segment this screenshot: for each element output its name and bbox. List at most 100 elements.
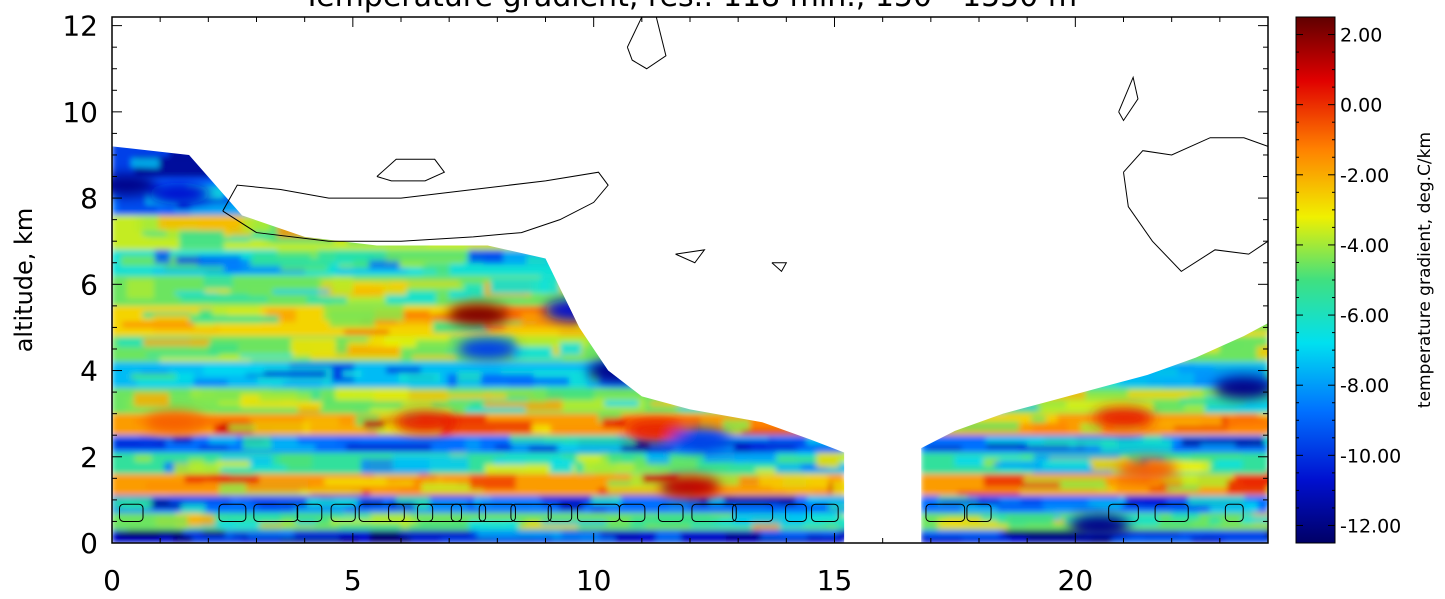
heat-cell (505, 453, 563, 463)
heat-cell (280, 537, 359, 542)
heat-cell (725, 263, 760, 272)
heat-cell (510, 431, 568, 443)
heat-cell (726, 246, 804, 266)
heat-cell (203, 365, 264, 376)
heat-cell (1093, 258, 1110, 262)
heat-cell (777, 318, 803, 328)
cloud-contour (1123, 137, 1269, 273)
heat-cell (744, 297, 797, 302)
heat-cell (283, 381, 322, 386)
colorbar-ticks: 2.000.00-2.00-4.00-6.00-8.00-10.00-12.00 (1296, 25, 1401, 537)
heat-cell (586, 258, 646, 264)
heat-cell (1047, 520, 1074, 525)
heat-cell (639, 373, 686, 382)
heat-cell (1048, 203, 1090, 214)
heat-cell (1050, 223, 1121, 238)
heat-cell (1134, 285, 1212, 289)
heat-cell (986, 398, 1010, 405)
heat-cell (781, 526, 839, 536)
low-cloud-contour (450, 503, 487, 522)
heat-cell (198, 445, 228, 450)
heat-cell (214, 465, 287, 470)
heat-cell (991, 285, 1027, 295)
low-cloud-contour (510, 503, 552, 522)
y-axis-label: altitude, km (10, 208, 38, 353)
heat-cell (1055, 313, 1138, 318)
heat-cell (233, 504, 260, 512)
heat-cell (1068, 280, 1084, 293)
heat-cell (668, 498, 700, 510)
heat-cell (356, 221, 409, 236)
heat-cell (716, 203, 735, 210)
heat-cell (983, 472, 1024, 488)
heat-cell (1086, 227, 1166, 238)
heat-cell (547, 202, 594, 209)
heat-cell (761, 156, 835, 179)
heat-cell (716, 395, 780, 400)
heat-cell (550, 424, 603, 434)
heat-cell (1262, 433, 1268, 446)
heat-cell (610, 259, 688, 272)
heat-cell (927, 446, 962, 450)
heat-cell (1118, 234, 1197, 240)
heat-cell (1094, 338, 1134, 355)
heat-bands (921, 154, 1268, 543)
heat-cell (1105, 307, 1129, 321)
heat-cell (776, 351, 819, 357)
heat-cell (1100, 347, 1188, 361)
heat-cell (374, 206, 400, 215)
heat-cell (338, 519, 401, 530)
heat-cell (600, 341, 618, 351)
heat-cell (335, 268, 408, 274)
heat-cell (559, 279, 614, 293)
colorbar-tick-label: -6.00 (1340, 305, 1389, 327)
heat-cell (1020, 482, 1061, 489)
heat-cell (134, 455, 152, 462)
heat-cell (1016, 344, 1084, 353)
heat-cell (1159, 235, 1176, 247)
heat-cell (274, 372, 310, 377)
heat-cell (759, 470, 826, 487)
heat-cell (551, 532, 600, 541)
heat-cell (549, 459, 573, 474)
heat-cell (725, 151, 746, 160)
heat-cell (358, 208, 450, 230)
heat-cell (820, 219, 845, 240)
heat-cell (1179, 397, 1245, 405)
heat-cell (943, 416, 963, 431)
heat-spot (1213, 376, 1268, 399)
heat-cell (249, 258, 333, 267)
heat-cell (600, 165, 679, 174)
heat-cell (699, 146, 771, 163)
heat-cell (369, 508, 411, 520)
heatmap-region-left (112, 146, 845, 543)
heat-cell (372, 531, 405, 541)
heat-cell (154, 246, 170, 264)
heat-cell (650, 401, 740, 407)
cloud-contour (1118, 75, 1139, 122)
heat-spot (1069, 514, 1130, 537)
heat-cell (843, 506, 845, 513)
heat-cell (1064, 192, 1149, 206)
heat-cell (504, 188, 549, 203)
heat-cell (576, 287, 593, 304)
heat-cell (743, 256, 831, 273)
heat-cell (1142, 207, 1184, 212)
heat-cell (298, 190, 382, 204)
heat-cell (742, 344, 786, 350)
heat-cell (293, 507, 346, 513)
heat-cell (1166, 158, 1215, 166)
heat-band (921, 250, 1268, 276)
heat-cell (354, 154, 398, 161)
heat-cell (1001, 340, 1044, 354)
heat-cell (336, 151, 406, 178)
heat-cell (173, 462, 221, 474)
heat-cell (558, 157, 646, 165)
heat-cell (667, 536, 733, 542)
heat-cell (1189, 343, 1220, 353)
heat-cell (521, 146, 589, 159)
heat-cell (1012, 154, 1029, 166)
heat-cell (153, 515, 188, 525)
heat-cell (1118, 371, 1195, 387)
